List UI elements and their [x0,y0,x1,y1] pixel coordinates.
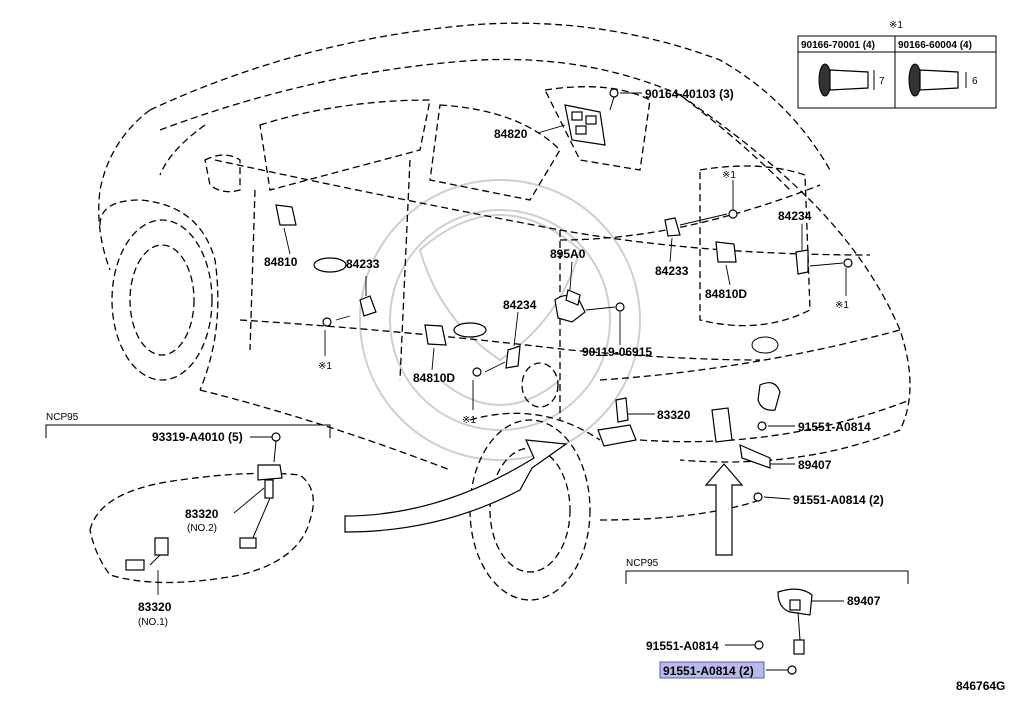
label-84233-rear: 84233 [655,264,689,278]
inset-right-label-91551-b[interactable]: 91551-A0814 (2) [663,664,754,678]
inset-left-no2: (NO.2) [187,523,217,534]
up-arrow [704,463,744,556]
mark-label-c: ※1 [462,415,476,426]
label-84234-right: 84234 [778,209,812,223]
inset-left-ncp95: NCP95 93319-A4010 (5) 83320 (NO.2) 83320… [45,412,331,628]
bolt-right [843,258,853,268]
legend-box: ※1 90166-70001 (4) 90166-60004 (4) 7 6 [797,20,997,109]
label-89407: 89407 [798,458,832,472]
bolt-upper [728,209,738,219]
bolt-90164 [609,88,619,111]
pointer-arrow [344,439,568,533]
label-84234-mid: 84234 [503,298,537,312]
part-84233-rear [664,217,681,237]
leader-lines [283,92,847,500]
label-84810: 84810 [264,255,298,269]
bolt-91551-b [753,492,763,502]
part-84234-mid [505,345,521,369]
label-84233-left: 84233 [346,257,380,271]
highlight-box [659,661,765,679]
mark-label-d: ※1 [835,300,849,311]
clip-icon-1 [818,63,875,97]
part-84810-left [275,204,297,226]
part-83320-sensor [597,397,637,447]
legend-col2-dim: 6 [972,76,978,87]
inset-left-no1: (NO.1) [138,617,168,628]
part-84233-left [359,295,377,317]
screw-90119 [615,302,625,312]
inset-left-label-93319: 93319-A4010 (5) [152,430,243,444]
label-84810d-right: 84810D [705,287,747,301]
inset-left-label-83320-no2: 83320 [185,507,219,521]
label-84820: 84820 [494,127,528,141]
inset-left-title: NCP95 [46,412,79,423]
label-91551-b: 91551-A0814 (2) [793,493,884,507]
label-83320: 83320 [657,408,691,422]
inset-left-label-83320-no1: 83320 [138,600,172,614]
bolt-91551-a [757,421,767,431]
mark-label-b: ※1 [318,361,332,372]
inset-right-label-89407: 89407 [847,594,881,608]
label-895a0: 895A0 [550,247,586,261]
part-895a0-lamp [554,289,586,323]
bolt-left-a [322,317,332,327]
mark-label-a: ※1 [722,170,736,181]
part-84234-right [795,249,809,275]
label-84810d-mid: 84810D [413,371,455,385]
label-90164: 90164-40103 (3) [645,87,734,101]
inset-right-ncp95: NCP95 89407 91551-A0814 91551-A0814 (2) [625,558,909,679]
part-84810d-right [715,241,737,263]
part-84820-switch [564,104,606,146]
legend-col1-part: 90166-70001 (4) [801,40,875,51]
legend-mark: ※1 [889,20,903,31]
inset-right-label-91551-a: 91551-A0814 [646,639,719,653]
legend-col2-part: 90166-60004 (4) [898,40,972,51]
label-91551-a: 91551-A0814 [798,420,871,434]
bolt-left-b [472,367,482,377]
legend-col1-dim: 7 [879,76,885,87]
watermark-emblem [359,179,641,461]
callout-labels: 90164-40103 (3) 84820 84810 84233 895A0 … [264,87,884,507]
part-84810d-mid [424,324,447,346]
parts [275,88,853,556]
part-89407-rear [711,407,771,469]
label-90119: 90119-06915 [582,345,652,359]
figure-id: 846764G [956,679,1005,693]
inset-right-title: NCP95 [626,558,659,569]
clip-icon-2 [908,63,967,97]
